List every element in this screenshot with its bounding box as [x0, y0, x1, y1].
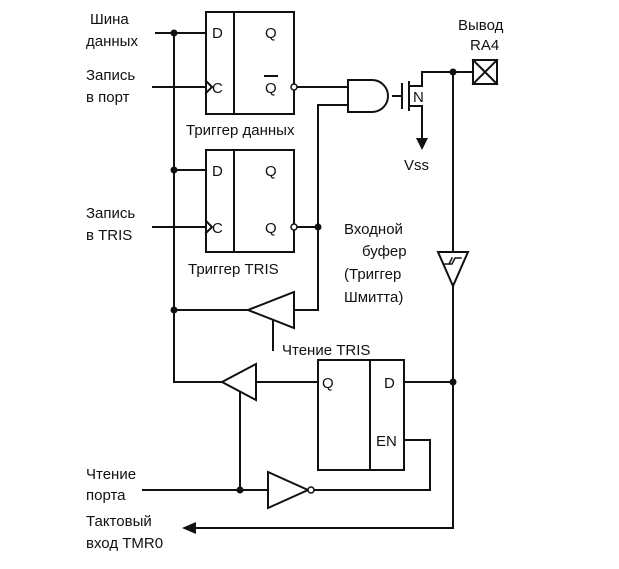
nmos-drain [408, 71, 474, 87]
schmitt-buffer [436, 251, 470, 289]
data-latch-body [205, 11, 295, 115]
vss-label: Vss [404, 157, 429, 174]
write-port-label-line2: в порт [86, 89, 130, 106]
data-latch-d-pin: D [212, 25, 223, 42]
schmitt-buffer-triangle [436, 251, 470, 289]
junction-tris-q [314, 223, 322, 231]
tmr0-arrow-icon [182, 522, 196, 534]
wire-read-port-en [313, 439, 431, 491]
read-port-inverter [267, 470, 315, 510]
data-latch: D Q C Q [204, 11, 298, 115]
read-latch-en-pin: EN [376, 433, 397, 450]
tris-latch-q-out-pin: Q [265, 220, 277, 237]
data-bus-label-line1: Шина [90, 11, 129, 28]
read-port-label-line2: порта [86, 487, 126, 504]
nmos-source [408, 105, 423, 143]
data-latch-q-pin: Q [265, 25, 277, 42]
tris-latch-label: Триггер TRIS [188, 261, 279, 278]
tris-latch-clock-mark [204, 219, 214, 235]
wire-data-bus-vertical [173, 32, 223, 383]
data-latch-clock-mark [204, 79, 214, 95]
data-latch-qbar-pin: Q [265, 80, 277, 97]
input-buffer-label-line1: Входной [344, 221, 403, 238]
schmitt-hysteresis-icon [444, 256, 462, 266]
read-latch: Q D EN [317, 359, 405, 471]
input-buffer-label-line4: Шмитта) [344, 289, 403, 306]
pin-ra4-cross [471, 58, 499, 86]
tris-latch-q-bubble [290, 223, 298, 231]
junction-pin-top [449, 68, 457, 76]
read-tris-label: Чтение TRIS [282, 342, 370, 359]
nmos-label: N [413, 89, 424, 106]
read-latch-body [317, 359, 405, 471]
input-buffer-label-line3: (Триггер [344, 266, 401, 283]
tris-latch-body [205, 149, 295, 253]
tris-latch-c-pin: C [212, 220, 223, 237]
data-latch-label: Триггер данных [186, 122, 295, 139]
input-buffer-label-line2: буфер [362, 243, 407, 260]
read-port-label-line1: Чтение [86, 466, 136, 483]
tris-latch-d-pin: D [212, 163, 223, 180]
pin-label-line2: RA4 [470, 37, 499, 54]
inverter-triangle [267, 470, 311, 510]
junction-bus-top [170, 29, 178, 37]
read-port-buffer [219, 362, 257, 402]
wire-tris-q-up [293, 104, 319, 311]
data-latch-c-pin: C [212, 80, 223, 97]
write-port-label-line1: Запись [86, 67, 135, 84]
read-latch-d-pin: D [384, 375, 395, 392]
tmr0-label-line2: вход TMR0 [86, 535, 163, 552]
write-tris-label-line1: Запись [86, 205, 135, 222]
read-tris-buffer [245, 290, 295, 330]
inverter-bubble [307, 486, 315, 494]
wires [142, 32, 474, 529]
tris-latch-q-pin: Q [265, 163, 277, 180]
junction-bus-read-tris [170, 306, 178, 314]
read-latch-q-pin: Q [322, 375, 334, 392]
and-gate [347, 79, 389, 113]
pin-ra4-icon [471, 58, 499, 86]
wire-pin-vertical [193, 71, 454, 529]
data-latch-qbar-bubble [290, 83, 298, 91]
junction-bus-tris [170, 166, 178, 174]
vss-arrow-icon [416, 138, 428, 150]
write-tris-label-line2: в TRIS [86, 227, 132, 244]
tmr0-label-line1: Тактовый [86, 513, 152, 530]
data-bus-label-line2: данных [86, 33, 138, 50]
pin-label-line1: Вывод [458, 17, 504, 34]
junction-read-port [236, 486, 244, 494]
junction-pin-input [449, 378, 457, 386]
junctions [170, 29, 457, 494]
tris-latch: D Q C Q [204, 149, 298, 253]
